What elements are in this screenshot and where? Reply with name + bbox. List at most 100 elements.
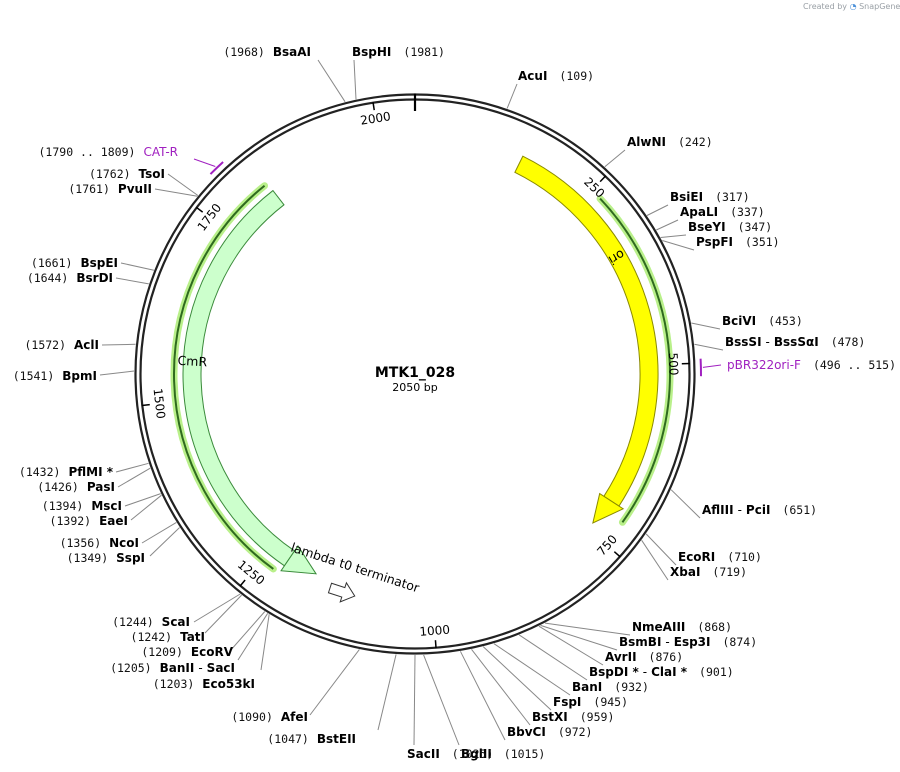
cmr-feature-arrowhead	[280, 545, 318, 575]
site-position: (1661)	[31, 256, 73, 270]
site-enzyme: Esp3I	[674, 635, 711, 649]
terminator-arrow-shape	[327, 581, 356, 603]
site-enzyme: ClaI *	[651, 665, 688, 679]
site-label: SacII(1025)	[407, 747, 493, 761]
site-label: (1392)EaeI	[50, 514, 128, 528]
tick-mark	[434, 640, 437, 649]
site-label: (1090)AfeI	[231, 710, 308, 724]
tick-mark	[599, 175, 607, 183]
plasmid-backbone	[134, 93, 696, 655]
site-label: BanI(932)	[572, 680, 649, 694]
site-separator: -	[738, 503, 742, 517]
site-leader-line	[120, 262, 155, 271]
site-position: (1244)	[112, 615, 154, 629]
site-leader-line	[99, 370, 135, 376]
restriction-site: (1047)BstEII	[267, 654, 397, 746]
site-enzyme: BglII	[461, 747, 492, 761]
tick-label: 1000	[419, 623, 451, 639]
site-leader-line	[538, 625, 604, 666]
site-enzyme: PasI	[87, 480, 115, 494]
primer-label: (1790 .. 1809)CAT-R	[39, 145, 179, 159]
site-label: BspHI(1981)	[352, 45, 445, 59]
site-label: BsmBI-Esp3I(874)	[619, 635, 757, 649]
site-label: (1541)BpmI	[13, 369, 97, 383]
restriction-site: XbaI(719)	[641, 539, 747, 581]
site-leader-line	[317, 59, 346, 103]
site-position: (1394)	[42, 499, 84, 513]
site-label: (1572)AclI	[24, 338, 99, 352]
restriction-site: BglII(1015)	[423, 654, 545, 761]
restriction-site: BanI(932)	[493, 643, 649, 696]
site-position: (1356)	[60, 536, 102, 550]
site-position: (651)	[782, 503, 817, 517]
primer-leader-line	[702, 364, 722, 368]
site-leader-line	[167, 173, 199, 196]
site-leader-line	[660, 234, 687, 238]
site-label: BsiEI(317)	[670, 190, 750, 204]
site-enzyme: PspFI	[696, 235, 733, 249]
restriction-site: (1090)AfeI	[231, 649, 360, 724]
restriction-site: AvrII(876)	[538, 625, 683, 666]
site-enzyme: TsoI	[139, 167, 165, 181]
site-label: AvrII(876)	[605, 650, 683, 664]
site-leader-line	[154, 188, 198, 197]
site-position: (932)	[614, 680, 649, 694]
site-enzyme: BspEI	[80, 256, 118, 270]
site-position: (1209)	[141, 645, 183, 659]
site-leader-line	[694, 343, 724, 351]
site-leader-line	[309, 649, 360, 716]
site-enzyme: NcoI	[109, 536, 139, 550]
site-position: (453)	[768, 314, 803, 328]
site-label: XbaI(719)	[670, 565, 747, 579]
site-enzyme: AflIII	[702, 503, 734, 517]
restriction-site: (1209)EcoRV	[141, 611, 266, 659]
cmr-label: CmR	[177, 353, 208, 370]
site-label: FspI(945)	[553, 695, 628, 709]
site-position: (337)	[730, 205, 765, 219]
tick-mark	[239, 579, 246, 587]
primer-name: CAT-R	[143, 145, 178, 159]
restriction-site: BssSI-BssSαI(478)	[694, 335, 866, 351]
site-position: (478)	[831, 335, 866, 349]
site-label: AlwNI(242)	[627, 135, 713, 149]
site-enzyme: NmeAIII	[632, 620, 685, 634]
site-position: (972)	[558, 725, 593, 739]
highlight-line	[172, 184, 274, 570]
site-enzyme: BpmI	[62, 369, 97, 383]
site-label: ApaLI(337)	[680, 205, 765, 219]
site-leader-line	[204, 594, 242, 634]
restriction-site: (1426)PasI	[37, 467, 151, 494]
restriction-site: AcuI(109)	[506, 69, 594, 109]
plasmid-name: MTK1_028	[375, 365, 455, 381]
snapgene-logo-icon: ◔	[849, 2, 857, 11]
site-enzyme: BsaAI	[273, 45, 311, 59]
site-enzyme: BsmBI	[619, 635, 661, 649]
site-enzyme: BseYI	[688, 220, 726, 234]
site-position: (242)	[678, 135, 713, 149]
site-leader-line	[641, 539, 669, 581]
site-label: BbvCI(972)	[507, 725, 592, 739]
site-leader-line	[645, 533, 677, 566]
site-position: (1762)	[89, 167, 131, 181]
site-label: BseYI (347)	[688, 220, 772, 234]
site-leader-line	[545, 622, 631, 636]
restriction-site: BbvCI(972)	[459, 651, 592, 741]
tick-mark	[372, 102, 375, 111]
site-position: (351)	[745, 235, 780, 249]
site-leader-line	[670, 489, 701, 519]
site-enzyme: PciI	[746, 503, 771, 517]
site-label: (1242)TatI	[131, 630, 205, 644]
restriction-site: (1203)Eco53kI	[153, 614, 270, 691]
site-leader-line	[604, 149, 626, 168]
site-label: EcoRI(710)	[678, 550, 762, 564]
site-leader-line	[656, 219, 679, 231]
restriction-site: (1394)MscI	[42, 493, 161, 513]
site-position: (109)	[559, 69, 594, 83]
site-enzyme: PvuII	[118, 182, 152, 196]
restriction-site: (1541)BpmI	[13, 369, 135, 383]
site-position: (347)	[738, 220, 773, 234]
site-leader-line	[101, 343, 136, 346]
site-leader-line	[423, 654, 460, 746]
site-separator: -	[643, 665, 647, 679]
